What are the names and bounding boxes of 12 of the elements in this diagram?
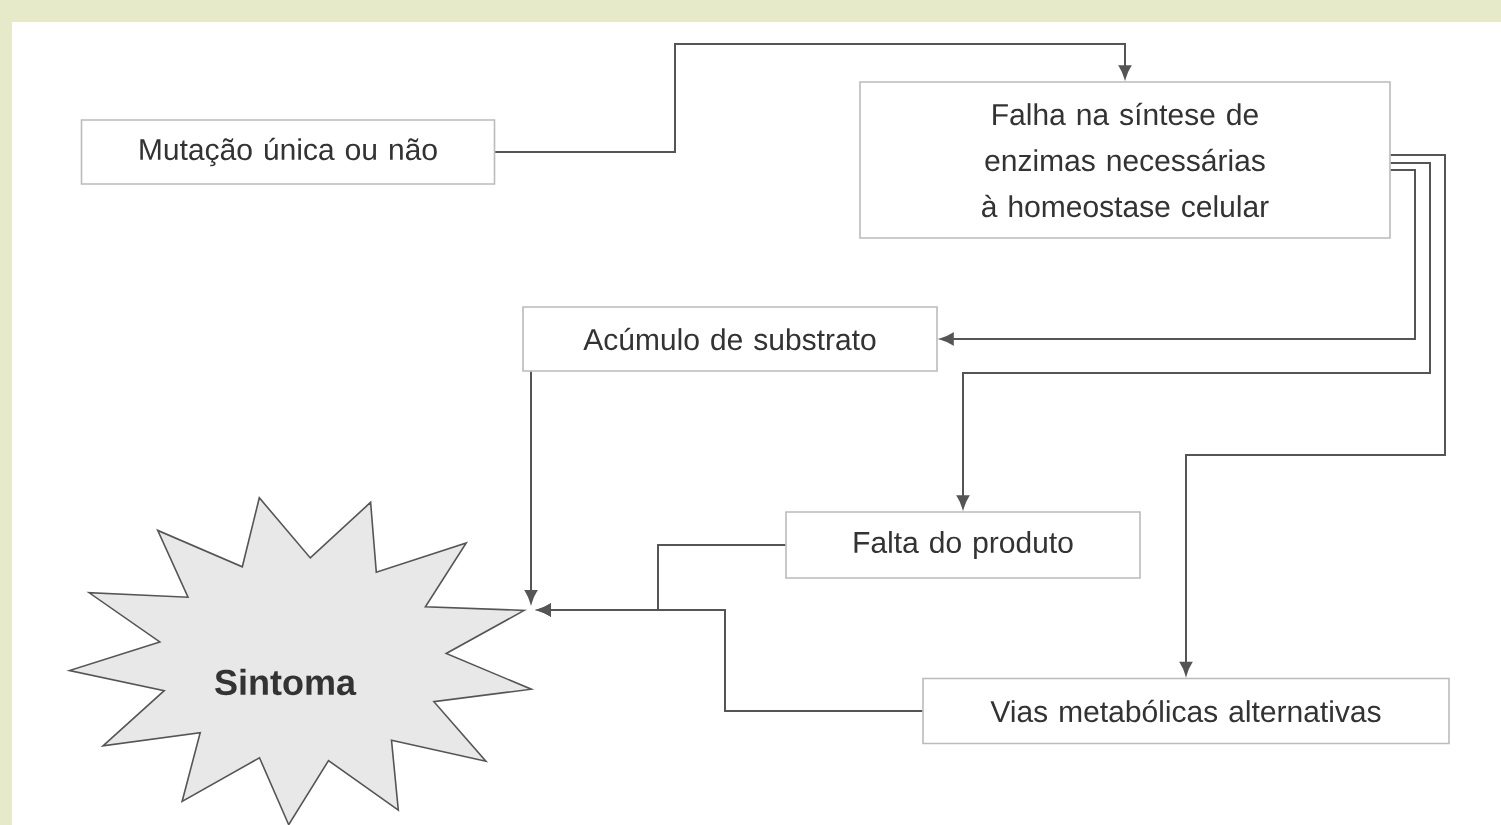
process-box: Acúmulo de substrato [522, 306, 938, 372]
process-box: Falta do produto [785, 511, 1141, 579]
process-box: Mutação única ou não [80, 119, 496, 185]
starburst: Sintoma [66, 496, 535, 825]
arrow [537, 603, 924, 712]
arrow [524, 370, 538, 604]
arrow [940, 169, 1416, 346]
process-box: Falha na síntese de enzimas necessárias à homeostase celular [859, 81, 1391, 239]
arrow [956, 162, 1431, 509]
arrow [494, 43, 1132, 153]
process-box: Vias metabólicas alternativas [922, 677, 1450, 745]
arrow [1179, 154, 1446, 676]
